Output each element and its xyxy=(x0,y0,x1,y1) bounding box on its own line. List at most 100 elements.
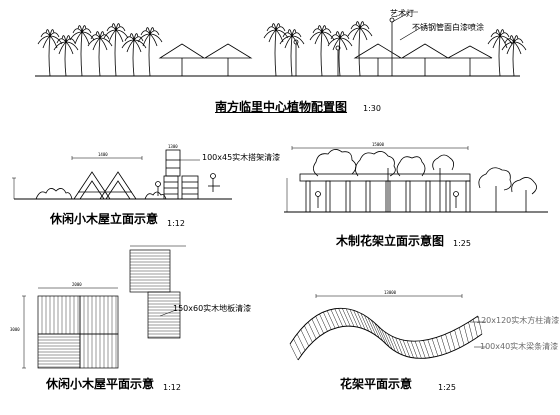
pergola-plan xyxy=(289,294,486,361)
palm-frond xyxy=(355,21,361,29)
palm-frond xyxy=(49,29,55,37)
pergola-plan-dim: 13000 xyxy=(384,290,397,295)
palm-trunk xyxy=(148,33,151,77)
palm-frond xyxy=(291,32,302,38)
palm-frond xyxy=(103,29,117,39)
palm-frond xyxy=(506,41,515,55)
palm-frond xyxy=(81,25,87,33)
palm-frond xyxy=(99,37,113,47)
cabin-decks xyxy=(37,249,181,369)
pergola-elevation-dim: 15000 xyxy=(372,142,385,147)
palm-frond xyxy=(133,36,144,42)
palm-frond xyxy=(81,28,92,34)
palm-trunk xyxy=(320,31,323,77)
pergola-slat xyxy=(367,317,377,336)
palm-frond xyxy=(287,29,293,37)
palm-frond xyxy=(321,28,332,34)
pergola-elevation-title: 木制花架立面示意图 xyxy=(336,234,445,248)
pergola-slat xyxy=(440,335,447,354)
callout-timber-post: 120x120实木方柱清漆 xyxy=(476,316,560,325)
palm-frond xyxy=(314,31,323,45)
cabin-elevation-title: 休闲小木屋立面示意 xyxy=(50,212,159,226)
pergola-slat xyxy=(391,336,400,354)
palm-frond xyxy=(501,41,515,51)
palm-frond xyxy=(137,33,151,43)
palm-frond xyxy=(291,29,297,37)
pergola-slat xyxy=(296,333,306,351)
palm-frond xyxy=(499,32,510,38)
pergola-slat xyxy=(402,340,411,358)
pergola-slat xyxy=(330,309,340,328)
palm-frond xyxy=(95,31,101,39)
palm-frond xyxy=(106,26,117,32)
cabin-plan-title: 休闲小木屋平面示意 xyxy=(46,377,155,391)
callout-timber-beam: 100x40实木梁条清漆 xyxy=(480,342,559,351)
palm-frond xyxy=(339,37,348,51)
palm-frond xyxy=(42,35,51,49)
pergola-plan-title: 花架平面示意 xyxy=(340,377,413,391)
pergola-slat xyxy=(463,324,469,343)
palm-frond xyxy=(492,35,501,49)
pergola-slat xyxy=(353,310,362,329)
palm-frond xyxy=(133,33,139,41)
pergola-slat xyxy=(345,308,355,327)
palm-frond xyxy=(359,24,370,30)
pergola-slat xyxy=(289,343,299,361)
palm-trunk xyxy=(48,35,51,77)
palm-frond xyxy=(495,29,501,37)
palm-frond xyxy=(291,35,300,49)
palm-frond xyxy=(81,31,90,45)
palm-frond xyxy=(108,29,117,43)
palm-frond xyxy=(490,32,501,38)
pergola-slat xyxy=(371,320,380,339)
palm-frond xyxy=(99,37,108,51)
pergola-slat xyxy=(315,316,324,334)
pergola-slats xyxy=(289,308,483,361)
palm-frond xyxy=(129,33,135,41)
palm-frond xyxy=(271,23,277,31)
palm-frond xyxy=(350,24,361,30)
cabin-plan xyxy=(22,245,186,369)
pergola-post xyxy=(405,180,411,213)
planting-elevation xyxy=(35,11,527,77)
pergola-slat xyxy=(458,327,465,346)
pergola-post xyxy=(425,180,431,213)
palm-frond xyxy=(37,35,51,45)
palm-trunk xyxy=(498,35,501,77)
pergola-slat xyxy=(364,315,373,334)
pergola-slat xyxy=(342,308,351,327)
palm-frond xyxy=(149,27,155,35)
pergola-slat xyxy=(410,341,418,359)
pergola-slat xyxy=(399,339,407,357)
palm-frond xyxy=(58,41,67,55)
palm-frond xyxy=(115,29,129,39)
palm-frond xyxy=(347,27,361,37)
palm-frond xyxy=(111,23,117,31)
palm-frond xyxy=(487,35,501,45)
pergola-slat xyxy=(423,340,430,358)
pergola-post xyxy=(305,180,311,213)
pergola-slat xyxy=(307,322,317,340)
palm-trunk xyxy=(290,35,293,77)
palm-frond xyxy=(133,39,147,49)
palm-frond xyxy=(321,31,335,41)
pergola-post xyxy=(345,180,351,213)
palm-frond xyxy=(513,41,527,51)
pergola-slat xyxy=(319,313,328,332)
palm-frond xyxy=(332,37,341,51)
palm-frond xyxy=(309,31,323,41)
palm-frond xyxy=(149,33,158,47)
pergola-slat xyxy=(323,312,332,330)
palm-frond xyxy=(65,41,74,55)
palm-frond xyxy=(77,25,83,33)
palm-trunk xyxy=(98,37,101,77)
cabin-elevation-dim-width: 1400 xyxy=(98,152,108,157)
palm-frond xyxy=(268,29,277,43)
palm-frond xyxy=(359,27,373,37)
palm-frond xyxy=(115,23,121,31)
palm-frond xyxy=(352,27,361,41)
palm-frond xyxy=(149,33,163,43)
palm-frond xyxy=(263,29,277,39)
lamp-posts xyxy=(293,17,395,76)
palm-trunk xyxy=(274,29,277,77)
